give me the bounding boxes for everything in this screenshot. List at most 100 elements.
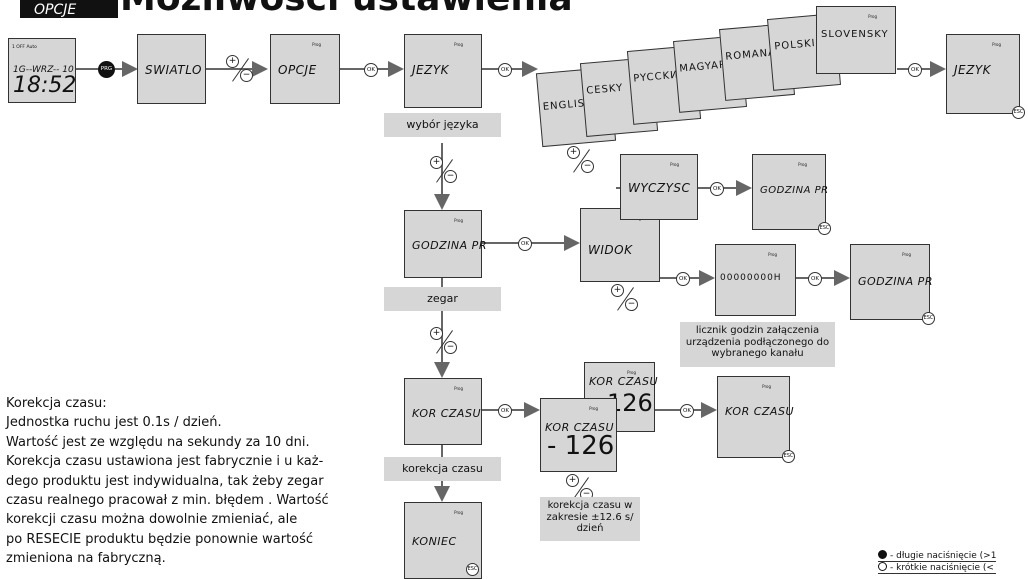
prog-indicator: Prog [768,252,777,257]
screen-counter-text: 00000000H [720,273,782,283]
plus-minus-control[interactable]: +− [430,156,460,186]
note-line: po RESECIE produktu będzie ponownie wart… [6,531,314,547]
screen-kor-czasu-edit-text: KOR CZASU [545,421,614,434]
plus-minus-control[interactable]: +− [567,146,597,176]
language-name: SLOVENSKY [821,29,889,40]
screen-jezyk-confirm-text: JEZYK [954,63,992,77]
screen-koniec-text: KONIEC [412,535,457,548]
screen-kor-czasu-esc: Prog KOR CZASU ESC [717,376,795,463]
empty-dot-icon [878,562,887,571]
esc-button[interactable]: ESC [818,222,831,235]
prog-indicator: Prog [454,42,463,47]
esc-button[interactable]: ESC [1012,106,1025,119]
screen-kor-czasu-edit: Prog KOR CZASU - 126 [540,398,617,472]
note-line: korekcji czasu można dowolnie zmieniać, … [6,512,298,528]
screen-godzina-pr-counter-text: GODZINA PR [858,275,933,288]
prog-indicator: Prog [312,42,321,47]
plus-minus-control[interactable]: +− [611,284,641,314]
note-line: Korekcja czasu: [6,396,107,411]
note-line: Wartość jest ze względu na sekundy za 10… [6,434,310,450]
ok-button[interactable]: OK [498,404,512,418]
esc-button[interactable]: ESC [922,312,935,325]
screen-counter: Prog 00000000H [715,244,796,316]
prog-indicator: Prog [670,162,679,167]
screen-kor-czasu-esc-text: KOR CZASU [725,405,794,418]
prog-indicator: Prog [762,384,771,389]
ok-button[interactable]: OK [518,237,532,251]
language-name: MAGYAR [678,59,728,75]
ok-button[interactable]: OK [808,272,822,286]
time-correction-note: Korekcja czasu: Jednostka ruchu jest 0.1… [6,394,329,569]
ok-button[interactable]: OK [710,182,724,196]
screen-jezyk-confirm: Prog JEZYK ESC [946,34,1025,119]
display-date-line: 1G--WRZ-- 10 [13,65,74,75]
language-name: PYCCKИ [632,69,680,85]
screen-opcje: Prog OPCJE [270,34,340,104]
plus-button[interactable]: + [430,156,443,169]
ok-button[interactable]: OK [908,63,922,77]
plus-button[interactable]: + [226,55,239,68]
screen-swiatlo: SWIATLO [137,34,206,104]
note-line: dego produktu jest indywidualna, tak żeb… [6,473,324,489]
screen-godzina-pr: Prog GODZINA PR [404,210,486,278]
screen-jezyk-text: JEZYK [412,63,450,77]
screen-godzina-pr-text: GODZINA PR [412,239,487,252]
screen-godzina-pr-clear-text: GODZINA PR [760,185,829,196]
plus-button[interactable]: + [430,327,443,340]
legend: - długie naciśnięcie (>1 - krótkie naciś… [878,550,997,574]
ok-button[interactable]: OK [498,63,512,77]
minus-button[interactable]: − [444,170,457,183]
legend-short-press: - krótkie naciśnięcie (< [878,562,997,574]
page-title: Możliwości ustawienia [120,0,573,19]
minus-button[interactable]: − [444,341,457,354]
prog-indicator: Prog [627,370,636,375]
prog-indicator: Prog [454,386,463,391]
label-wybor-jezyka: wybór języka [384,113,501,137]
screen-swiatlo-text: SWIATLO [145,63,202,77]
ok-button[interactable]: OK [364,63,378,77]
label-korekcja-czasu: korekcja czasu [384,457,501,481]
minus-button[interactable]: − [625,298,638,311]
section-tag: OPCJE [20,0,118,18]
screen-opcje-text: OPCJE [278,63,317,77]
plus-minus-control[interactable]: +− [430,327,460,357]
prg-button[interactable]: PRG [98,61,115,78]
esc-button[interactable]: ESC [466,563,479,576]
screen-jezyk: Prog JEZYK [404,34,482,108]
screen-kor-czasu: Prog KOR CZASU [404,378,482,445]
esc-button[interactable]: ESC [782,450,795,463]
plus-button[interactable]: + [567,146,580,159]
screen-koniec: Prog KONIEC ESC [404,502,482,579]
start-display: 1 OFF Auto 1G--WRZ-- 10 18:52 [8,38,76,103]
prog-indicator: Prog [902,252,911,257]
legend-long-text: - długie naciśnięcie (>1 [890,551,997,561]
note-line: Korekcja czasu ustawiona jest fabrycznie… [6,454,324,470]
language-screen: Prog SLOVENSKY [816,6,896,74]
minus-button[interactable]: − [240,69,253,82]
screen-godzina-pr-counter: Prog GODZINA PR ESC [850,244,935,325]
label-licznik: licznik godzin załączenia urządzenia pod… [680,322,835,367]
screen-wyczysc: Prog WYCZYSC [620,154,698,220]
screen-wyczysc-text: WYCZYSC [628,181,691,195]
plus-button[interactable]: + [566,474,579,487]
minus-button[interactable]: − [581,160,594,173]
legend-short-text: - krótkie naciśnięcie (< [890,563,994,573]
note-line: czasu realnego pracował z min. błędem . … [6,493,329,509]
screen-widok-text: WIDOK [588,243,633,257]
note-line: zmieniona na fabryczną. [6,551,166,567]
display-status-line: 1 OFF Auto [12,45,37,50]
label-korekcja-zakres: korekcja czasu w zakresie ±12.6 s/ dzień [540,497,640,541]
prog-indicator: Prog [454,218,463,223]
prog-indicator: Prog [992,42,1001,47]
ok-button[interactable]: OK [680,404,694,418]
plus-minus-control[interactable]: +− [226,55,256,85]
legend-long-press: - długie naciśnięcie (>1 [878,550,997,562]
screen-godzina-pr-clear: Prog GODZINA PR ESC [752,154,831,235]
label-zegar: zegar [384,287,501,311]
filled-dot-icon [878,550,887,559]
prog-indicator: Prog [589,406,598,411]
language-name: CESKY [585,82,624,97]
plus-button[interactable]: + [611,284,624,297]
ok-button[interactable]: OK [676,272,690,286]
display-time: 18:52 [13,73,77,98]
